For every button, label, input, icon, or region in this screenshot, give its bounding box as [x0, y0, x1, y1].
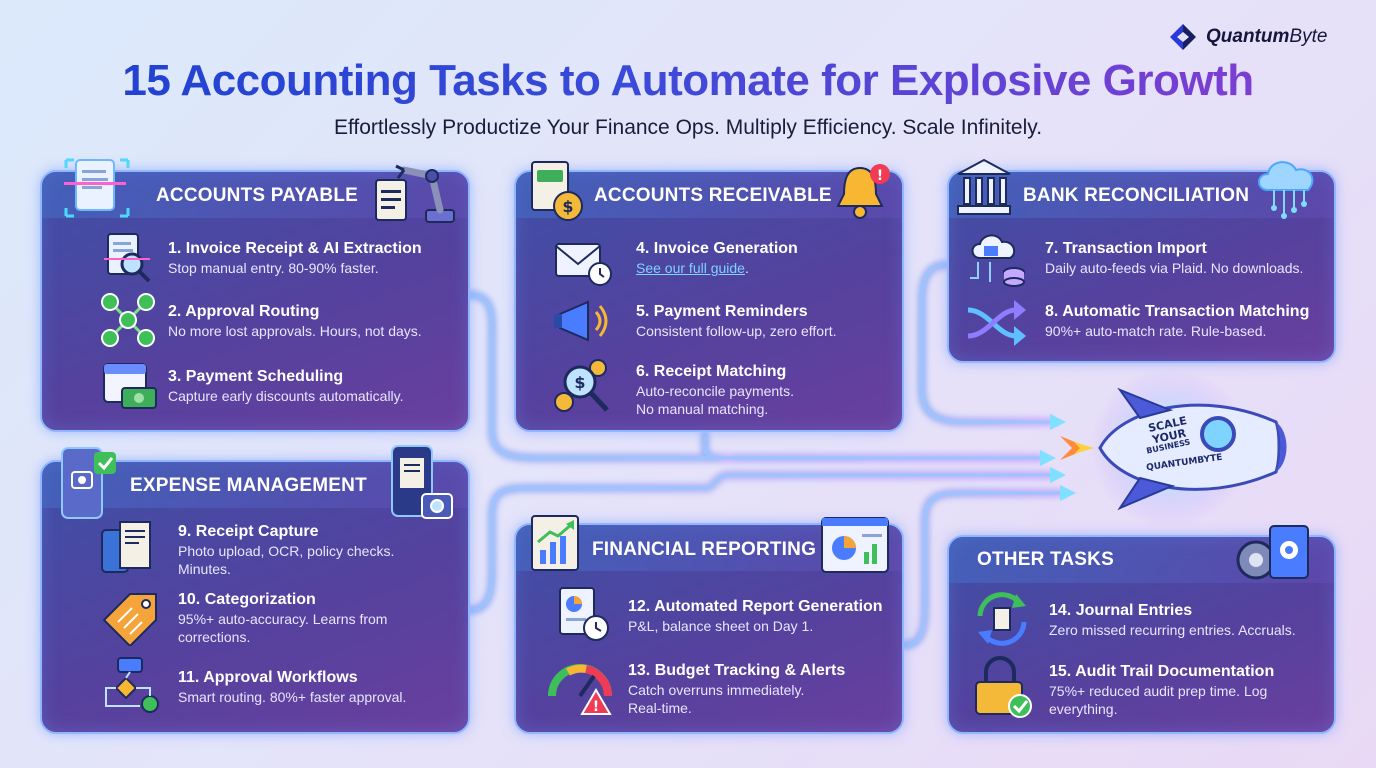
list-item: 8. Automatic Transaction Matching 90%+ a… — [1045, 303, 1310, 339]
card-title: ACCOUNTS PAYABLE — [156, 185, 359, 206]
cloud-circuit-icon — [1258, 161, 1314, 219]
card-title: EXPENSE MANAGEMENT — [130, 475, 367, 496]
list-item: 4. Invoice Generation See our full guide… — [636, 240, 798, 276]
list-item: 2. Approval Routing No more lost approva… — [168, 303, 422, 339]
calendar-money-icon — [103, 363, 157, 409]
svg-text:!: ! — [877, 168, 883, 184]
rocket-icon — [1060, 368, 1287, 528]
coins-magnifier-icon: $ — [554, 359, 609, 412]
receipt-dollar-icon: $ — [531, 161, 583, 221]
list-item: 6. Receipt Matching Auto-reconcile payme… — [636, 363, 794, 417]
svg-text:$: $ — [562, 197, 573, 216]
list-item: 14. Journal Entries Zero missed recurrin… — [1049, 602, 1296, 638]
list-item: 15. Audit Trail Documentation 75%+ reduc… — [1049, 663, 1275, 717]
svg-text:!: ! — [593, 699, 599, 715]
cloud-bank-import-icon — [970, 234, 1025, 287]
megaphone-icon — [554, 300, 608, 342]
workflow-icon — [105, 657, 159, 713]
bank-building-icon — [957, 158, 1011, 215]
list-item: 1. Invoice Receipt & AI Extraction Stop … — [168, 240, 422, 276]
envelope-clock-icon — [555, 243, 612, 286]
price-tag-icon — [102, 593, 157, 646]
padlock-check-icon — [975, 656, 1032, 718]
page-title: 15 Accounting Tasks to Automate for Expl… — [0, 56, 1376, 106]
list-item: 9. Receipt Capture Photo upload, OCR, po… — [178, 523, 395, 577]
svg-text:$: $ — [574, 373, 585, 392]
card-title: OTHER TASKS — [977, 549, 1114, 570]
receipt-phone-icon — [101, 521, 151, 573]
brand-logo: QuantumByte — [1166, 20, 1327, 54]
recurring-journal-icon — [977, 592, 1027, 646]
quantumbyte-logo-icon — [1170, 24, 1196, 50]
robot-arm-icon — [375, 164, 455, 223]
approval-routing-icon — [101, 293, 155, 347]
list-item: 10. Categorization 95%+ auto-accuracy. L… — [178, 591, 388, 645]
card-title: FINANCIAL REPORTING — [592, 539, 817, 560]
report-clock-icon — [559, 587, 609, 641]
list-item: 13. Budget Tracking & Alerts Catch overr… — [628, 662, 846, 716]
card-title: BANK RECONCILIATION — [1023, 185, 1250, 206]
phone-camera-icon — [61, 447, 116, 519]
list-item: 11. Approval Workflows Smart routing. 80… — [178, 669, 407, 705]
list-item: 3. Payment Scheduling Capture early disc… — [168, 368, 404, 404]
growth-chart-doc-icon — [531, 515, 579, 571]
card-title: ACCOUNTS RECEIVABLE — [594, 185, 832, 206]
bell-alert-icon: ! — [836, 164, 890, 219]
invoice-magnifier-icon — [104, 233, 151, 283]
full-guide-link[interactable]: See our full guide — [636, 260, 745, 276]
page-subtitle: Effortlessly Productize Your Finance Ops… — [333, 116, 1043, 139]
rocket-illustration: SCALE YOUR BUSINESS QUANTUMBYTE — [1050, 360, 1310, 535]
gear-book-icon — [1236, 525, 1309, 580]
document-scan-icon — [64, 158, 130, 218]
phone-receipt-camera-icon — [391, 445, 453, 519]
list-item: 12. Automated Report Generation P&L, bal… — [628, 598, 883, 634]
shuffle-icon — [967, 300, 1026, 346]
dashboard-pie-icon — [821, 517, 889, 573]
list-item: 7. Transaction Import Daily auto-feeds v… — [1045, 240, 1304, 276]
brand-name: QuantumByte — [1206, 26, 1328, 47]
gauge-alert-icon: ! — [548, 664, 612, 715]
list-item: 5. Payment Reminders Consistent follow-u… — [636, 303, 837, 339]
